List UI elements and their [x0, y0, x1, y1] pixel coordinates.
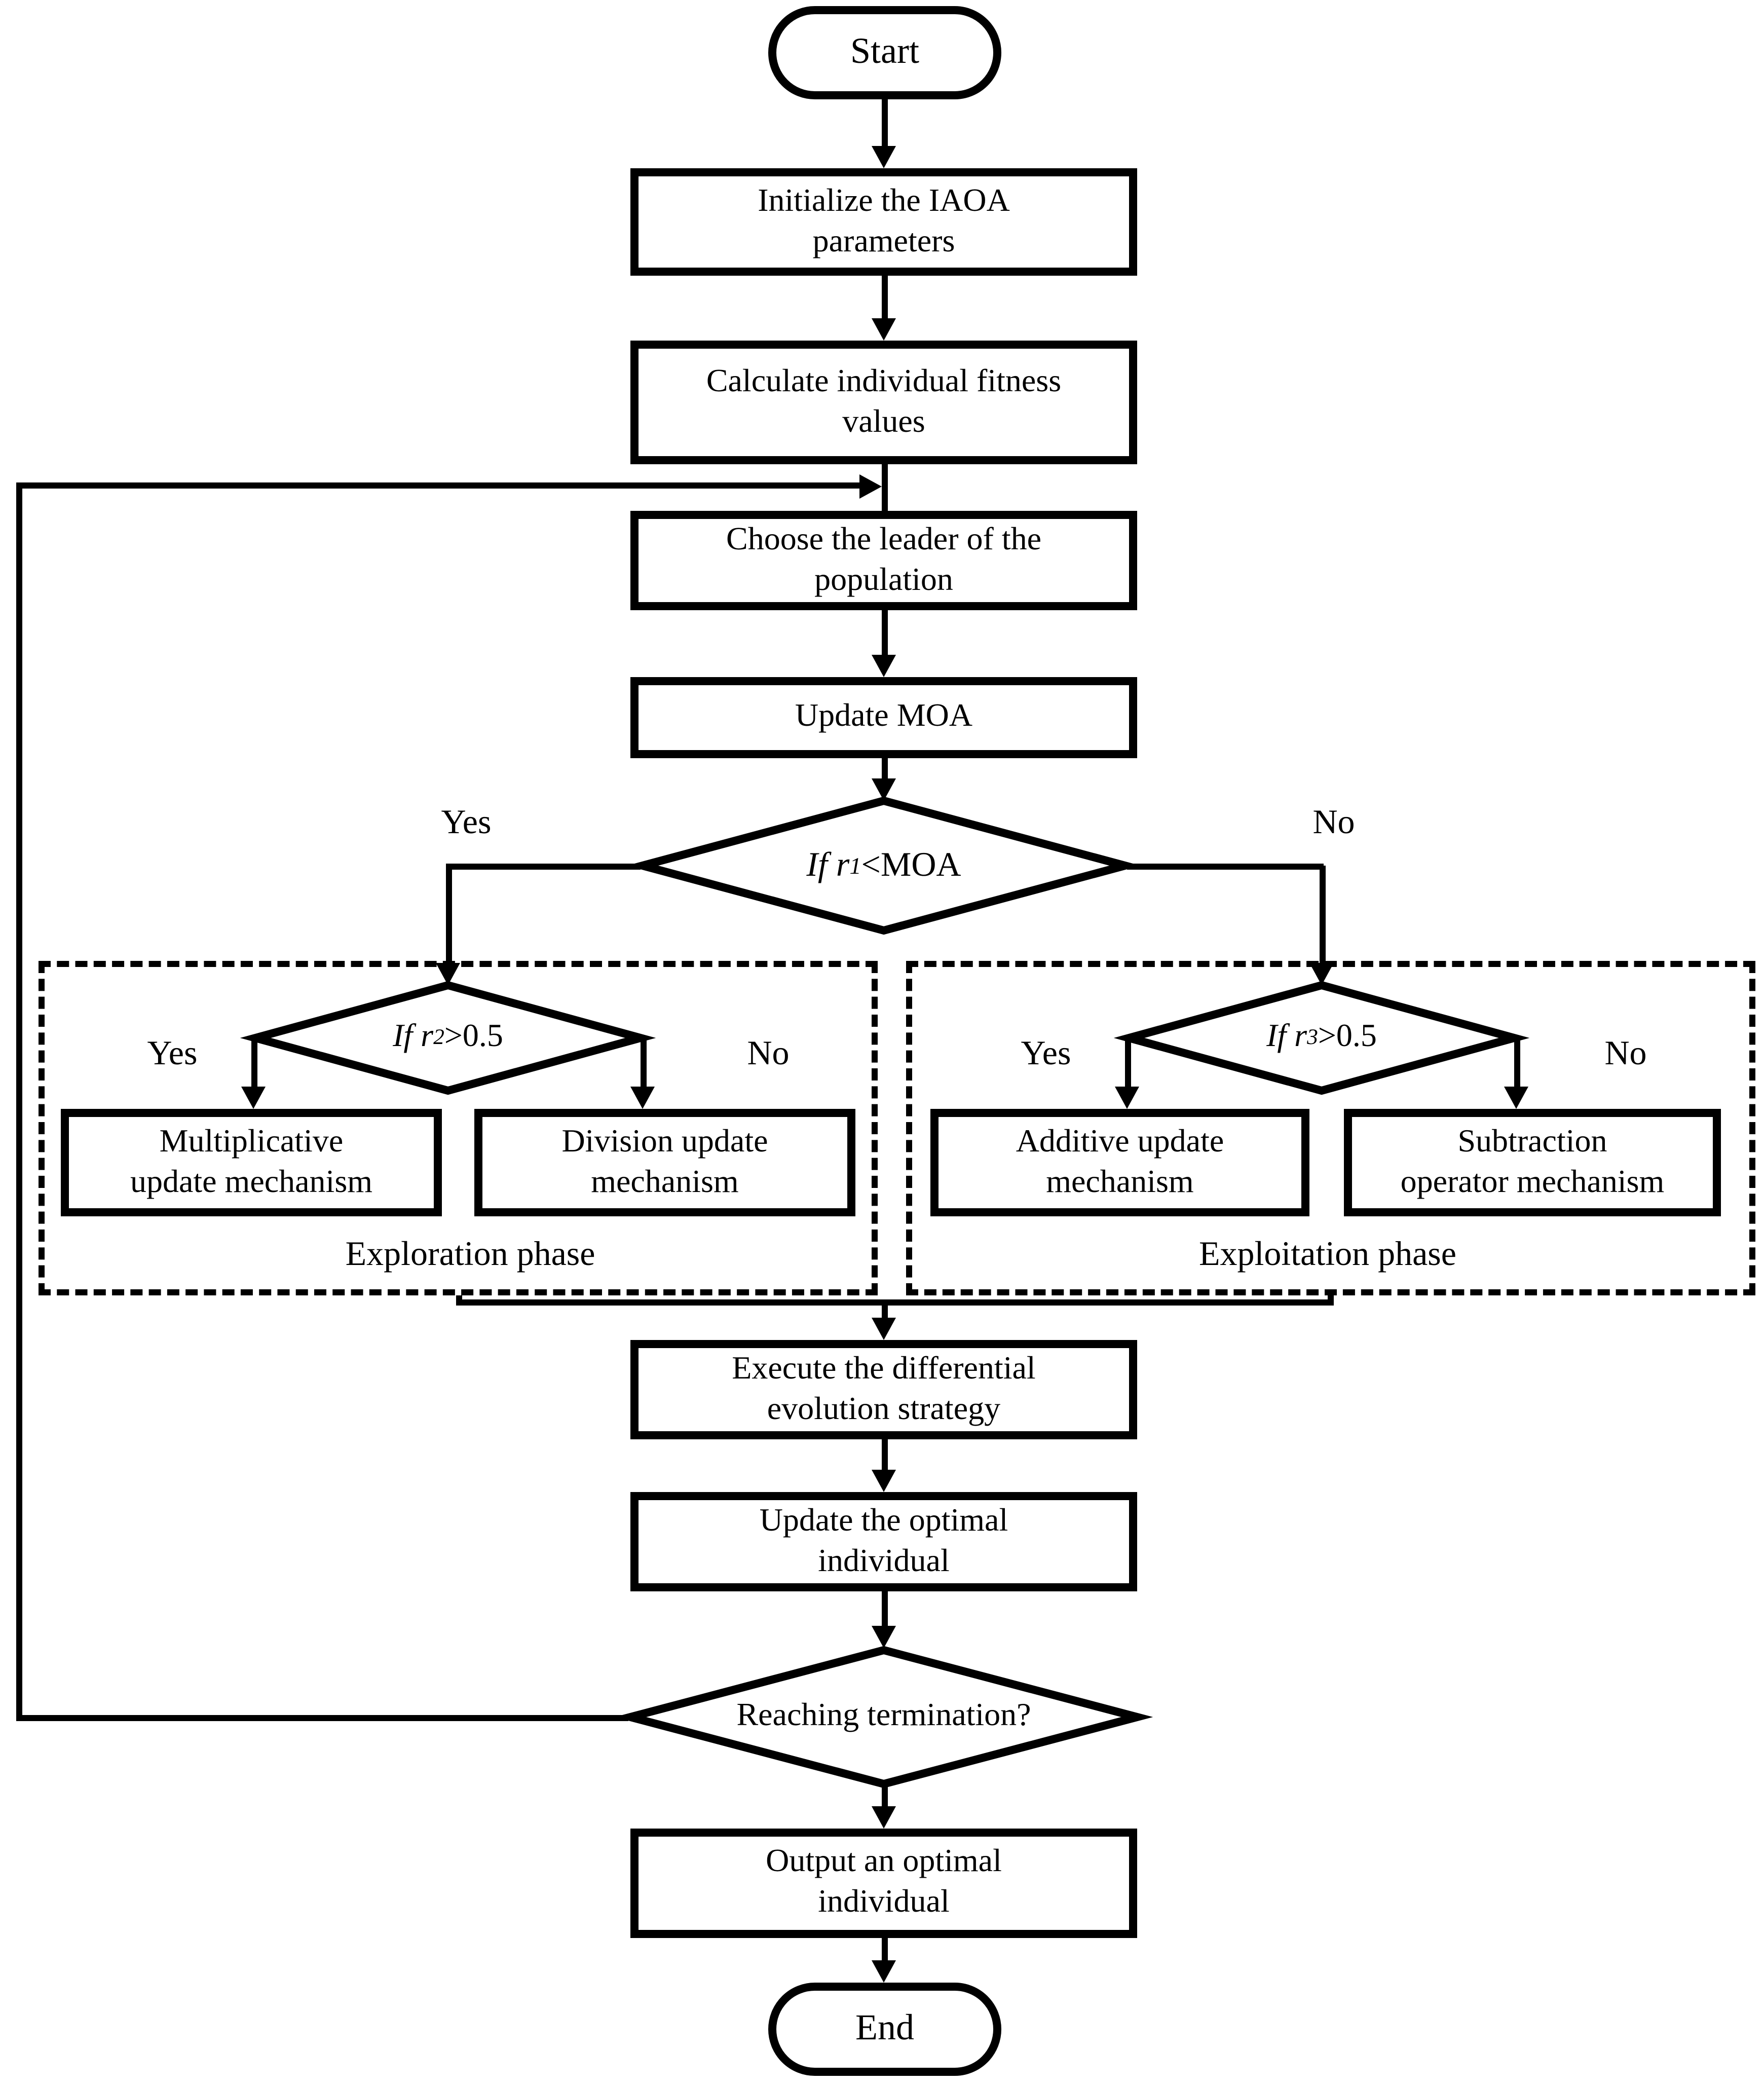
multiplicative-label: Multiplicative update mechanism [130, 1125, 372, 1199]
connector-start-initialize [881, 99, 887, 148]
update-moa-label: Update MOA [795, 699, 973, 734]
arrowhead-into-output [872, 1806, 896, 1829]
arrowhead-into-additive [1115, 1087, 1139, 1109]
r1-subscript: 1 [849, 852, 861, 879]
loop-return-top-line [15, 482, 861, 489]
output-label: Output an optimal individual [766, 1845, 1002, 1920]
r3-diamond [1113, 981, 1530, 1095]
loop-return-left-line [15, 482, 21, 1719]
termination-question: Reaching termination? [736, 1699, 1031, 1734]
execute-de-label: Execute the differential evolution strat… [732, 1352, 1036, 1426]
start-label: Start [850, 30, 919, 71]
output-box: Output an optimal individual [630, 1829, 1137, 1938]
connector-initialize-calculate [881, 276, 887, 320]
arrowhead-into-initialize [872, 146, 896, 168]
branch-r1-no-vertical [1319, 866, 1325, 965]
branch-r3-no-vertical [1513, 1038, 1519, 1089]
multiplicative-box: Multiplicative update mechanism [61, 1109, 442, 1216]
choose-leader-label: Choose the leader of the population [726, 523, 1041, 597]
connector-updatemoa-r1 [881, 758, 887, 780]
connector-choose-updatemoa [881, 610, 887, 657]
termination-label: Reaching termination? [624, 1644, 1143, 1790]
choose-leader-box: Choose the leader of the population [630, 511, 1137, 610]
additive-box: Additive update mechanism [930, 1109, 1309, 1216]
exploration-phase-box [39, 961, 878, 1295]
exploration-phase-label: Exploration phase [345, 1235, 595, 1273]
update-moa-box: Update MOA [630, 677, 1137, 758]
loop-return-bottom-line [15, 1714, 628, 1720]
arrowhead-loop-merge [859, 473, 882, 498]
arrowhead-into-multiplicative [241, 1087, 266, 1109]
branch-r1-yes-horizontal [445, 863, 641, 869]
arrowhead-into-execute [872, 1318, 896, 1340]
r1-no-label: No [1312, 803, 1355, 841]
collector-horizontal [455, 1299, 1333, 1306]
termination-diamond [614, 1646, 1153, 1789]
start-terminal: Start [768, 6, 1001, 99]
subtraction-box: Subtraction operator mechanism [1344, 1109, 1721, 1216]
initialize-label: Initialize the IAOA parameters [758, 184, 1010, 258]
calculate-label: Calculate individual fitness values [706, 364, 1062, 439]
r3-subscript: 3 [1307, 1026, 1318, 1050]
branch-r1-no-horizontal [1127, 863, 1323, 869]
arrowhead-into-end [872, 1960, 896, 1983]
division-label: Division update mechanism [561, 1125, 768, 1199]
connector-calculate-choose [881, 464, 887, 511]
calculate-box: Calculate individual fitness values [630, 341, 1137, 464]
r1-condition-suffix: <MOA [861, 845, 961, 884]
connector-termination-output [881, 1786, 887, 1808]
arrowhead-into-subtraction [1504, 1087, 1528, 1109]
connector-updateoptimal-termination [881, 1591, 887, 1628]
r1-diamond [627, 796, 1141, 935]
r3-condition-prefix: If r [1266, 1020, 1307, 1054]
r2-condition-suffix: >0.5 [444, 1020, 503, 1054]
end-terminal: End [768, 1983, 1001, 2076]
initialize-box: Initialize the IAOA parameters [630, 168, 1137, 276]
r2-subscript: 2 [433, 1026, 444, 1050]
arrowhead-into-updateoptimal [872, 1470, 896, 1492]
update-optimal-box: Update the optimal individual [630, 1492, 1137, 1591]
connector-execute-updateoptimal [881, 1439, 887, 1472]
r2-yes-label: Yes [147, 1034, 198, 1072]
exploitation-phase-label: Exploitation phase [1198, 1235, 1456, 1273]
end-label: End [855, 2007, 914, 2048]
execute-de-box: Execute the differential evolution strat… [630, 1340, 1137, 1439]
arrowhead-into-division [630, 1087, 655, 1109]
subtraction-label: Subtraction operator mechanism [1400, 1125, 1665, 1199]
branch-r1-yes-vertical [445, 866, 451, 965]
r1-yes-label: Yes [441, 803, 492, 841]
r2-no-label: No [747, 1034, 790, 1072]
r3-yes-label: Yes [1021, 1034, 1071, 1072]
branch-r3-yes-vertical [1124, 1038, 1130, 1089]
update-optimal-label: Update the optimal individual [759, 1504, 1008, 1578]
arrowhead-into-updatemoa [872, 655, 896, 677]
r3-condition-suffix: >0.5 [1318, 1020, 1377, 1054]
arrowhead-into-termination [872, 1626, 896, 1648]
r2-condition-prefix: If r [393, 1020, 434, 1054]
additive-label: Additive update mechanism [1016, 1125, 1224, 1199]
r1-condition-prefix: If r [806, 845, 850, 884]
connector-output-end [881, 1938, 887, 1962]
r2-diamond [240, 981, 656, 1095]
branch-r2-yes-vertical [250, 1038, 256, 1089]
r3-no-label: No [1604, 1034, 1647, 1072]
division-box: Division update mechanism [474, 1109, 855, 1216]
branch-r2-no-vertical [640, 1038, 646, 1089]
connector-collector-execute [881, 1299, 887, 1320]
arrowhead-into-calculate [872, 318, 896, 341]
exploitation-phase-box [906, 961, 1755, 1295]
